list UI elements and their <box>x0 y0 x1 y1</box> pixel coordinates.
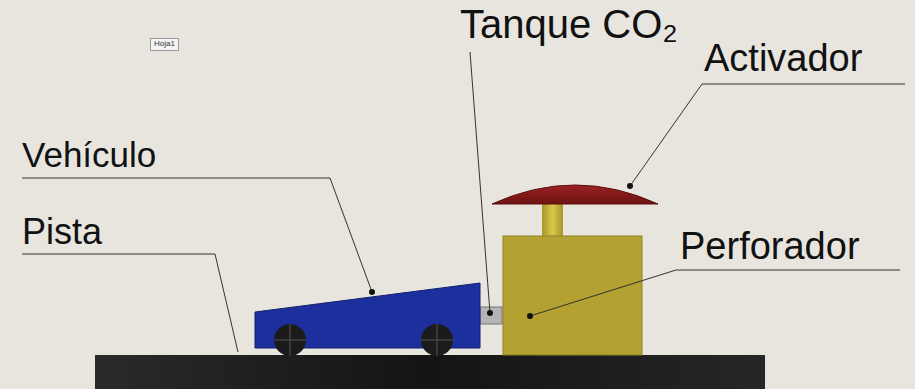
wheel <box>421 324 453 356</box>
leader-dots <box>369 183 633 319</box>
part-name: Pista <box>22 212 102 252</box>
part-name: Perforador <box>680 226 860 268</box>
part-name: Activador <box>704 38 862 80</box>
leader-line <box>530 270 900 316</box>
leader-line <box>22 178 372 292</box>
track <box>95 355 765 389</box>
leader-line <box>630 84 905 186</box>
perforator-body <box>503 236 642 355</box>
part-name: Vehículo <box>22 136 156 175</box>
activator-cap <box>492 185 658 204</box>
leader-line <box>22 254 238 352</box>
wheel <box>274 324 306 356</box>
activator-stem <box>542 200 563 237</box>
leader-lines <box>22 52 905 352</box>
co2-tank <box>480 307 502 324</box>
sheet-tag: Hoja1 <box>150 38 179 51</box>
leader-line <box>470 52 490 313</box>
part-name: Tanque CO₂ <box>460 2 678 46</box>
